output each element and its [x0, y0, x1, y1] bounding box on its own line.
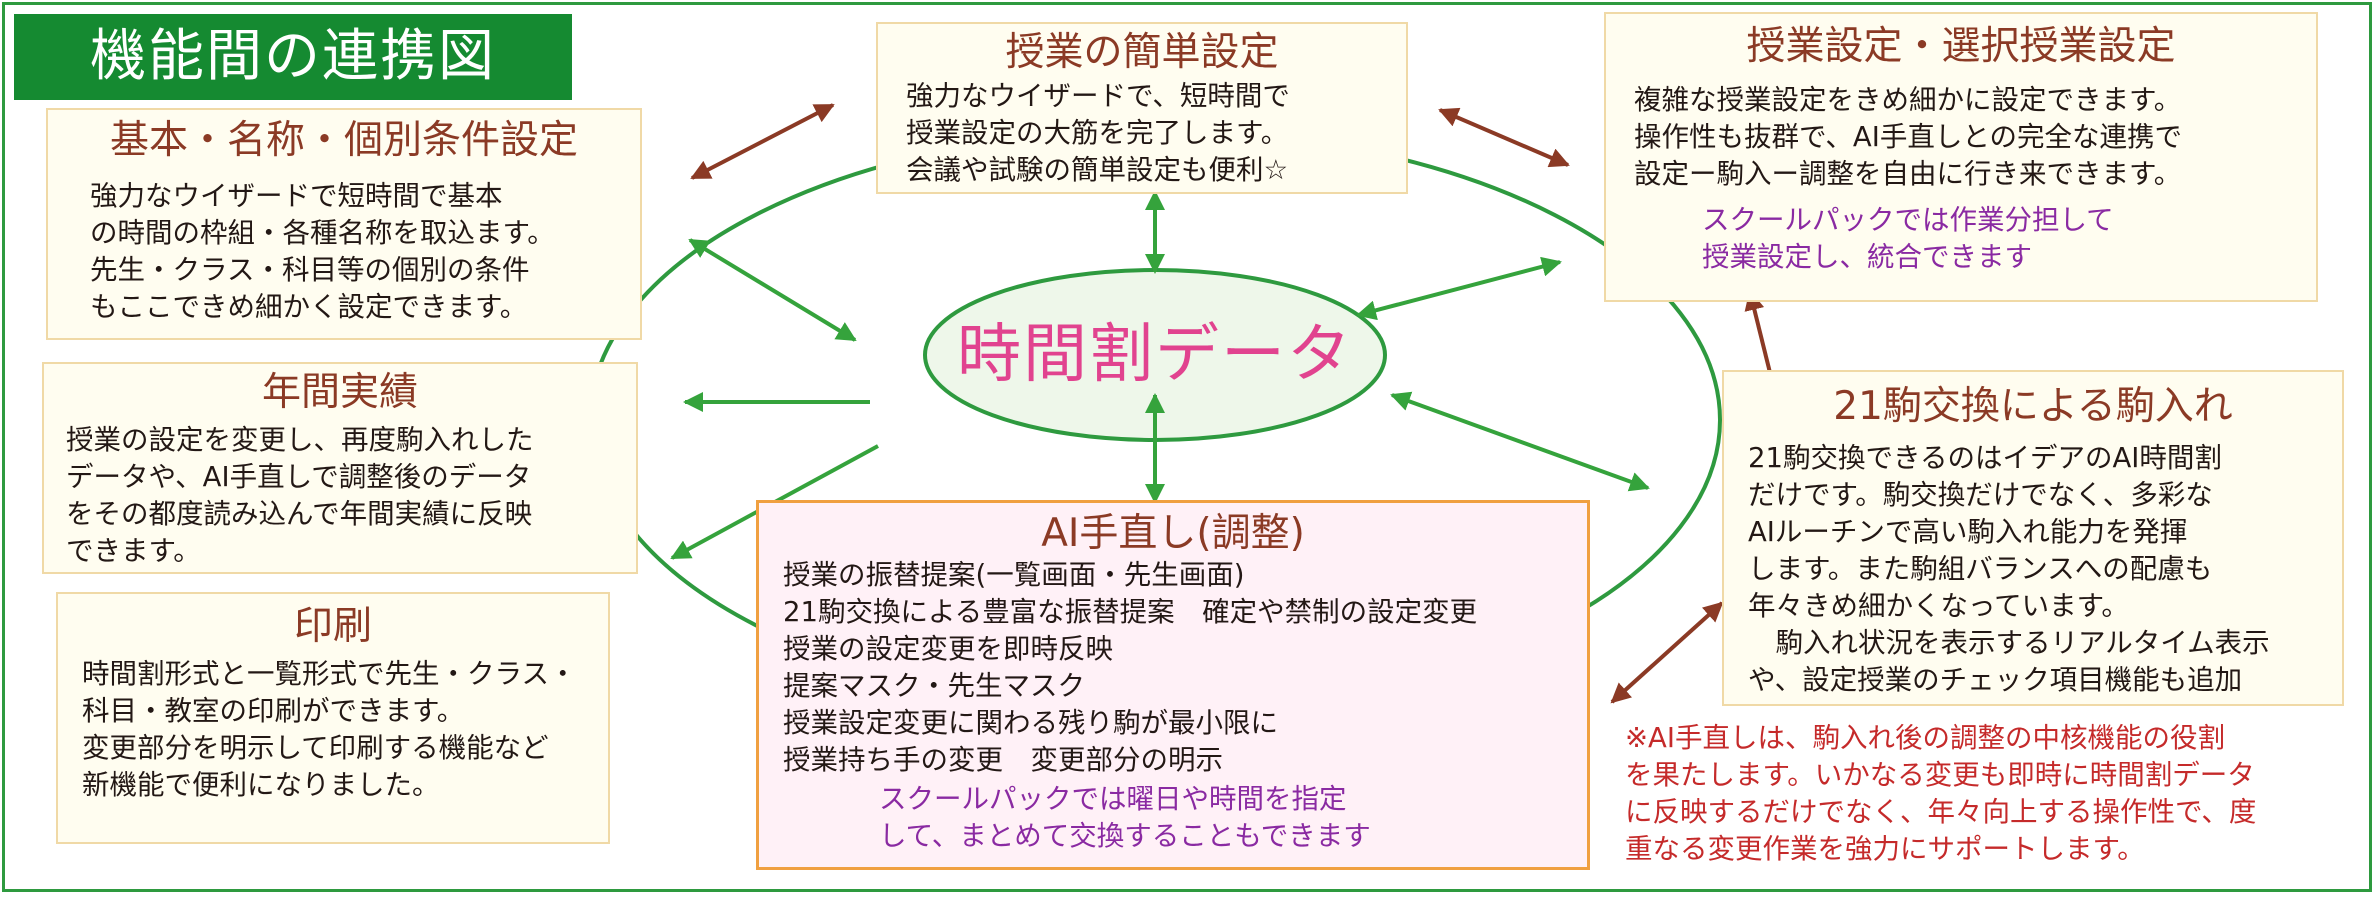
body-line: 会議や試験の簡単設定も便利☆ — [906, 154, 1289, 186]
body-line: をその都度読み込んで年間実績に反映 — [66, 498, 533, 530]
arrow-basic-simple — [690, 103, 835, 180]
body-line: 変更部分を明示して印刷する機能など — [82, 732, 549, 764]
arrow-center-exchange — [1390, 391, 1650, 492]
note-line: スクールパックでは作業分担して — [1702, 204, 2114, 236]
body-line: 複雑な授業設定をきめ細かに設定できます。 — [1634, 84, 2182, 116]
body-line: AIルーチンで高い駒入れ能力を発揮 — [1748, 516, 2188, 548]
body-line: 新機能で便利になりました。 — [82, 769, 440, 801]
arrow-simple-lesson — [1438, 107, 1570, 168]
page-title: 機能間の連携図 — [14, 14, 572, 100]
body-line: 年々きめ細かくなっています。 — [1748, 590, 2129, 622]
box-exchange-title: 21駒交換による駒入れ — [1833, 384, 2233, 429]
body-line: 授業設定変更に関わる残り駒が最小限に — [783, 707, 1278, 739]
body-line: 提案マスク・先生マスク — [783, 670, 1085, 702]
note-line: して、まとめて交換することもできます — [879, 820, 1371, 852]
body-line: の時間の枠組・各種名称を取込ます。 — [90, 217, 555, 249]
note-line: スクールパックでは曜日や時間を指定 — [879, 783, 1347, 815]
arrow-center-basic — [688, 238, 857, 342]
arrow-ai-exchange — [1610, 601, 1724, 704]
box-ai-adjust: AI手直し(調整) 授業の振替提案(一覧画面・先生画面) 21駒交換による豊富な… — [756, 500, 1590, 870]
box-ai-title: AI手直し(調整) — [1041, 511, 1305, 556]
body-line: できます。 — [66, 535, 201, 567]
note-line: 授業設定し、統合できます — [1702, 241, 2032, 273]
box-basic-title: 基本・名称・個別条件設定 — [109, 118, 578, 163]
body-line: 設定ー駒入ー調整を自由に行き来できます。 — [1634, 158, 2182, 190]
body-line: 授業の設定変更を即時反映 — [783, 633, 1113, 665]
box-simple-body: 強力なウイザードで、短時間で 授業設定の大筋を完了します。 会議や試験の簡単設定… — [906, 78, 1290, 189]
body-line: 強力なウイザードで短時間で基本 — [90, 180, 503, 212]
box-simple-title: 授業の簡単設定 — [1005, 30, 1279, 75]
box-21-exchange: 21駒交換による駒入れ 21駒交換できるのはイデアのAI時間割 だけです。駒交換… — [1722, 370, 2344, 706]
body-line: もここできめ細かく設定できます。 — [90, 291, 528, 323]
body-line: 操作性も抜群で、AI手直しとの完全な連携で — [1634, 121, 2183, 153]
footnote-line: を果たします。いかなる変更も即時に時間割データ — [1625, 759, 2255, 791]
footnote-line: 重なる変更作業を強力にサポートします。 — [1625, 833, 2145, 865]
body-line: 授業設定の大筋を完了します。 — [906, 117, 1289, 149]
footnote: ※AI手直しは、駒入れ後の調整の中核機能の役割 を果たします。いかなる変更も即時… — [1625, 720, 2365, 868]
box-print: 印刷 時間割形式と一覧形式で先生・クラス・ 科目・教室の印刷ができます。 変更部… — [56, 592, 610, 844]
box-basic-body: 強力なウイザードで短時間で基本 の時間の枠組・各種名称を取込ます。 先生・クラス… — [90, 178, 555, 326]
body-line: 授業の設定を変更し、再度駒入れした — [66, 424, 534, 456]
box-lesson-body: 複雑な授業設定をきめ細かに設定できます。 操作性も抜群で、AI手直しとの完全な連… — [1634, 82, 2182, 193]
box-annual-body: 授業の設定を変更し、再度駒入れした データや、AI手直しで調整後のデータ をその… — [66, 422, 534, 570]
box-simple-setting: 授業の簡単設定 強力なウイザードで、短時間で 授業設定の大筋を完了します。 会議… — [876, 22, 1408, 194]
body-line: だけです。駒交換だけでなく、多彩な — [1748, 479, 2213, 511]
body-line: 科目・教室の印刷ができます。 — [82, 695, 465, 727]
body-line: 21駒交換できるのはイデアのAI時間割 — [1748, 442, 2222, 474]
body-line: 授業の振替提案(一覧画面・先生画面) — [783, 559, 1245, 591]
body-line: 21駒交換による豊富な振替提案 確定や禁制の設定変更 — [783, 596, 1478, 628]
box-lesson-note: スクールパックでは作業分担して 授業設定し、統合できます — [1702, 202, 2114, 276]
center-label: 時間割データ — [957, 318, 1353, 392]
box-ai-note: スクールパックでは曜日や時間を指定 して、まとめて交換することもできます — [879, 781, 1371, 855]
footnote-line: に反映するだけでなく、年々向上する操作性で、度 — [1625, 796, 2257, 828]
footnote-line: ※AI手直しは、駒入れ後の調整の中核機能の役割 — [1625, 722, 2225, 754]
body-line: します。また駒組バランスへの配慮も — [1748, 553, 2213, 585]
body-line: データや、AI手直しで調整後のデータ — [66, 461, 532, 493]
body-line: 時間割形式と一覧形式で先生・クラス・ — [82, 658, 577, 690]
box-basic-setting: 基本・名称・個別条件設定 強力なウイザードで短時間で基本 の時間の枠組・各種名称… — [46, 108, 642, 340]
box-lesson-title: 授業設定・選択授業設定 — [1746, 24, 2176, 69]
box-ai-body: 授業の振替提案(一覧画面・先生画面) 21駒交換による豊富な振替提案 確定や禁制… — [783, 557, 1477, 779]
box-annual-record: 年間実績 授業の設定を変更し、再度駒入れした データや、AI手直しで調整後のデー… — [42, 362, 638, 574]
arrow-center-lesson — [1356, 256, 1562, 321]
body-line: や、設定授業のチェック項目機能も追加 — [1748, 664, 2243, 696]
body-line: 強力なウイザードで、短時間で — [906, 80, 1290, 112]
body-line: 先生・クラス・科目等の個別の条件 — [90, 254, 530, 286]
body-line: 授業持ち手の変更 変更部分の明示 — [783, 744, 1223, 776]
box-annual-title: 年間実績 — [261, 370, 418, 415]
box-lesson-setting: 授業設定・選択授業設定 複雑な授業設定をきめ細かに設定できます。 操作性も抜群で… — [1604, 12, 2318, 302]
box-exchange-body: 21駒交換できるのはイデアのAI時間割 だけです。駒交換だけでなく、多彩な AI… — [1748, 440, 2270, 699]
body-line: 駒入れ状況を表示するリアルタイム表示 — [1748, 627, 2270, 659]
box-print-body: 時間割形式と一覧形式で先生・クラス・ 科目・教室の印刷ができます。 変更部分を明… — [82, 656, 576, 804]
box-print-title: 印刷 — [293, 604, 372, 649]
